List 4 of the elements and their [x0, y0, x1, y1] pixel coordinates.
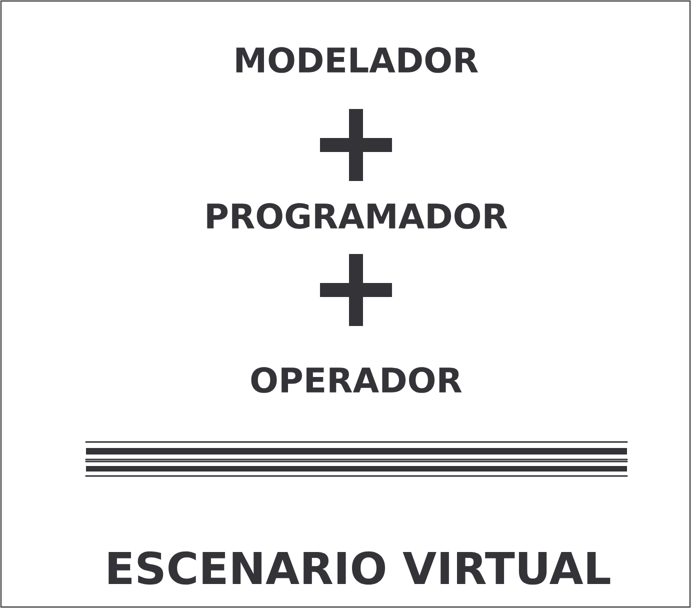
heading-text: MODELADOR — [236, 47, 478, 73]
heading-text: PROGRAMADOR — [207, 203, 508, 229]
heading-text: OPERADOR — [251, 367, 462, 393]
heading-text: ESCENARIO VIRTUAL — [108, 551, 610, 585]
